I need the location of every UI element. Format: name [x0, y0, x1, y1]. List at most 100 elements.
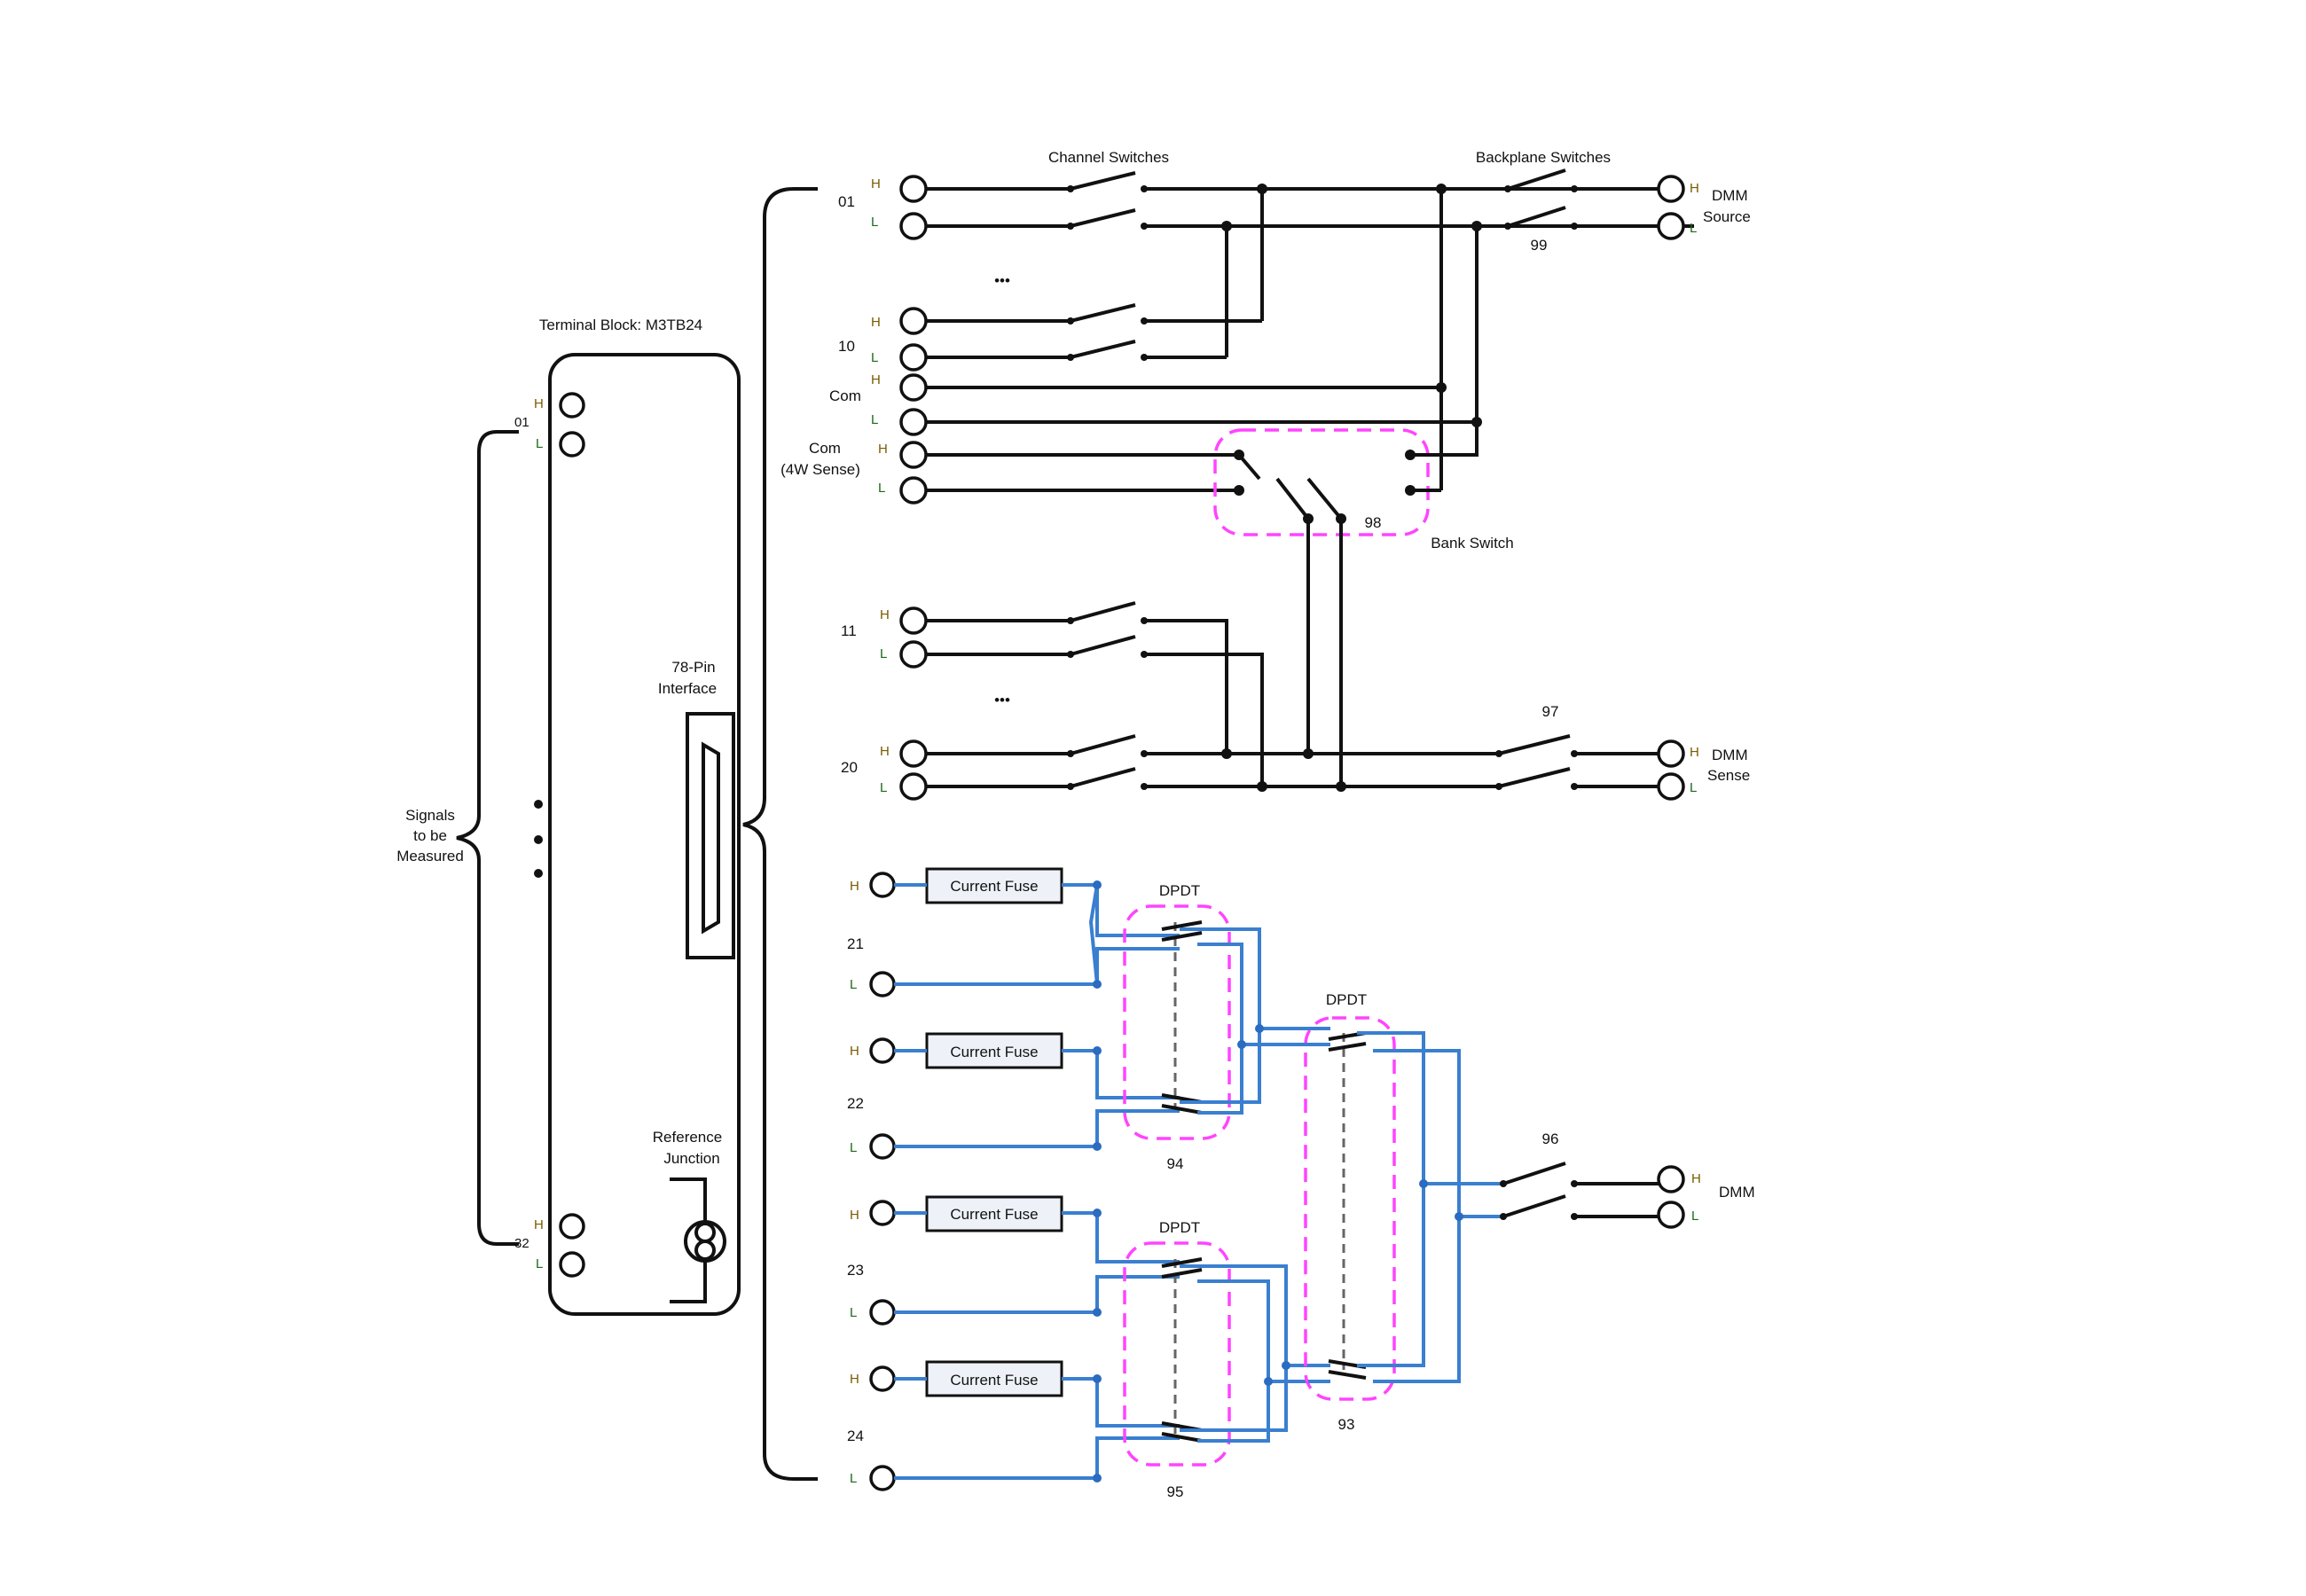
ch24-h-letter: H — [850, 1372, 859, 1387]
current-source-icon-ring — [694, 1240, 716, 1261]
switch-98-label: 98 — [1365, 514, 1382, 531]
ch23-h-terminal — [869, 1200, 896, 1226]
ch11-h-terminal — [899, 606, 928, 635]
bank-switch-contacts — [1237, 453, 1343, 520]
dpdt-93-group — [1304, 1016, 1396, 1401]
ch21-l-terminal — [869, 971, 896, 998]
dmm-l-letter: L — [1691, 1209, 1698, 1224]
switch-96-h — [1502, 1162, 1659, 1185]
ch21-l-wire — [894, 947, 1180, 986]
ch23-h-letter: H — [850, 1208, 859, 1223]
ch23-l-wire — [894, 1275, 1180, 1314]
ch11-l-terminal — [899, 640, 928, 669]
dmm-source-h-terminal — [1657, 175, 1685, 203]
interface-label-line1: 78-Pin — [671, 659, 715, 676]
ch20-l-wire — [926, 767, 1659, 788]
dmm-source-label-line2: Source — [1703, 208, 1751, 225]
ch23-l-letter: L — [850, 1305, 857, 1320]
dpdt-94-out-h — [1180, 927, 1295, 1104]
ch20-h-terminal — [899, 739, 928, 768]
ch01-l-terminal — [899, 212, 928, 240]
dmm-h-letter: H — [1691, 1171, 1701, 1186]
ch20-h-wire — [926, 734, 1659, 755]
tb-channel-01: 01 — [514, 415, 529, 430]
com-l-letter: L — [871, 412, 878, 427]
channel-21-label: 21 — [847, 935, 864, 952]
com-l-terminal — [899, 408, 928, 436]
connector-socket-icon — [702, 741, 720, 935]
ch22-fuse-label: Current Fuse — [950, 1044, 1038, 1060]
ch21-shunt — [1088, 884, 1099, 985]
ch21-fuse-label: Current Fuse — [950, 878, 1038, 895]
ch01-l-letter: L — [871, 215, 878, 230]
dmm-source-l-letter: L — [1690, 221, 1697, 236]
terminal-block: Terminal Block: M3TB24 78-Pin Interface … — [514, 317, 741, 1316]
ch21-h-terminal — [869, 872, 896, 898]
channel-10-label: 10 — [838, 338, 855, 355]
vertical-ellipsis-dot — [534, 835, 543, 844]
ch20-l-terminal — [899, 772, 928, 801]
dmm-h-terminal — [1657, 1165, 1685, 1193]
ch21-h-letter: H — [850, 879, 859, 894]
tb-terminal-32-h — [559, 1213, 585, 1240]
dpdt-93-contacts — [1328, 1031, 1367, 1380]
ch10-l-letter: L — [871, 350, 878, 365]
tb-terminal-01-h — [559, 392, 585, 419]
dmm-sense-l-letter: L — [1690, 780, 1697, 795]
vertical-ellipsis-dot — [534, 869, 543, 878]
signals-brace: Signals to be Measured — [396, 430, 519, 1246]
ch11-l-letter: L — [880, 646, 887, 661]
switch-96-label: 96 — [1542, 1130, 1559, 1147]
dpdt-95-contacts — [1161, 1257, 1203, 1443]
channel-11-label: 11 — [841, 622, 857, 639]
ch20-l-letter: L — [880, 780, 887, 795]
ch24-h-terminal — [869, 1365, 896, 1392]
channel-ellipsis-top: ••• — [994, 272, 1010, 289]
78-pin-interface-connector — [686, 712, 735, 959]
ch01-h-letter: H — [871, 176, 881, 192]
channel-ellipsis-bottom: ••• — [994, 692, 1010, 708]
ch24-l-letter: L — [850, 1471, 857, 1486]
tb-32-h-letter: H — [534, 1217, 544, 1232]
terminal-block-body — [548, 353, 741, 1316]
ch10-l-terminal — [899, 343, 928, 372]
switch-93-label: 93 — [1338, 1416, 1355, 1433]
switch-99-label: 99 — [1531, 237, 1548, 254]
switch-96-l — [1502, 1194, 1659, 1218]
ch23-h-wire — [894, 1211, 1180, 1264]
com-h-letter: H — [871, 372, 881, 387]
vertical-ellipsis-dot — [534, 800, 543, 809]
dpdt-94-out-l — [1197, 943, 1295, 1115]
signals-curly-brace — [456, 430, 519, 1246]
interface-label-line2: Interface — [658, 680, 717, 697]
dpdt-95-group — [1123, 1241, 1231, 1467]
dpdt-94-title: DPDT — [1159, 882, 1200, 899]
tb-terminal-32-l — [559, 1251, 585, 1278]
com4w-h-letter: H — [878, 442, 888, 457]
ch22-l-letter: L — [850, 1140, 857, 1155]
com4w-label-line2: (4W Sense) — [780, 461, 860, 478]
dmm-source-h-letter: H — [1690, 181, 1699, 196]
channel-switch-section: Channel Switches Backplane Switches 01 H… — [780, 149, 1751, 801]
dmm-sense-l-terminal — [1657, 772, 1685, 801]
ch23-l-terminal — [869, 1299, 896, 1326]
switch-97-label: 97 — [1542, 703, 1559, 720]
dmm-source-l-terminal — [1657, 212, 1685, 240]
tb-32-l-letter: L — [536, 1256, 543, 1271]
ch24-current-fuse — [925, 1360, 1063, 1397]
com-h-terminal — [899, 373, 928, 402]
switch-95-label: 95 — [1167, 1483, 1184, 1500]
ch10-h-letter: H — [871, 315, 881, 330]
backplane-99-h — [1441, 168, 1659, 191]
ch22-current-fuse — [925, 1032, 1063, 1069]
ch10-l-wire — [926, 340, 1227, 359]
ch11-l-wire — [926, 635, 1264, 786]
tb-channel-32: 32 — [514, 1236, 529, 1251]
com4w-label-line1: Com — [809, 440, 841, 457]
ch22-h-letter: H — [850, 1044, 859, 1059]
ch11-h-wire — [926, 601, 1228, 754]
backplane-switches-label: Backplane Switches — [1476, 149, 1611, 166]
dpdt-93-out-h — [1357, 1031, 1503, 1367]
dpdt-93-out-l — [1373, 1049, 1503, 1383]
